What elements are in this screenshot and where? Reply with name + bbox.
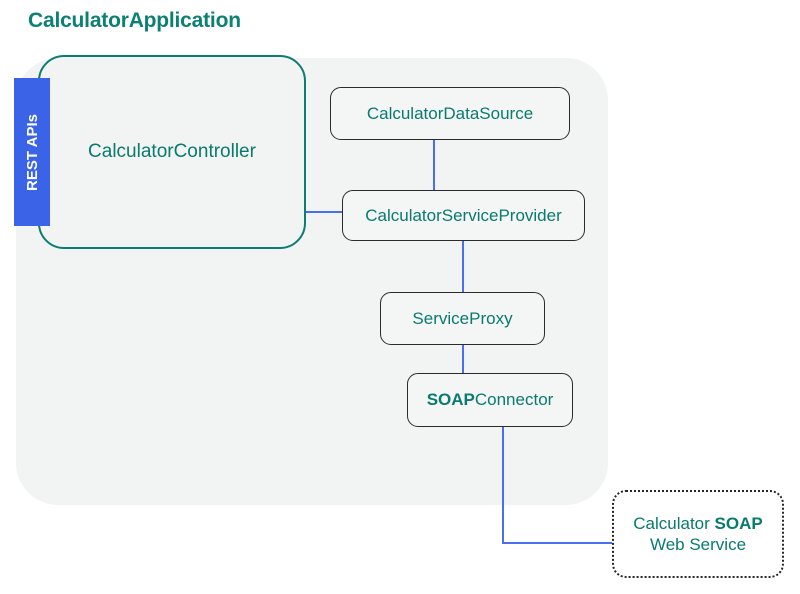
connector-controller-to-service-provider — [304, 211, 344, 214]
connector-data-source-to-service-provider — [433, 139, 436, 191]
node-calculator-controller[interactable]: CalculatorController — [38, 55, 306, 249]
node-service-proxy-label: ServiceProxy — [412, 308, 513, 328]
connector-service-proxy-to-soap-connector — [462, 344, 465, 374]
node-calculator-service-provider-label: CalculatorServiceProvider — [365, 205, 562, 225]
node-soap-web-service[interactable]: Calculator SOAP Web Service — [612, 490, 784, 578]
connector-soap-connector-vertical — [502, 426, 505, 544]
node-soap-connector[interactable]: SOAPConnector — [407, 373, 573, 427]
connector-service-provider-to-service-proxy — [462, 240, 465, 293]
node-calculator-data-source[interactable]: CalculatorDataSource — [330, 87, 570, 140]
node-soap-connector-label: SOAPConnector — [427, 389, 554, 410]
node-calculator-service-provider[interactable]: CalculatorServiceProvider — [342, 190, 585, 241]
node-calculator-data-source-label: CalculatorDataSource — [366, 103, 534, 123]
node-soap-connector-suffix: Connector — [474, 390, 554, 410]
page-title: CalculatorApplication — [28, 9, 241, 32]
rest-apis-badge[interactable]: REST APIs — [14, 78, 50, 226]
rest-apis-badge-label: REST APIs — [23, 113, 41, 191]
connector-soap-connector-to-web-service — [502, 542, 614, 545]
node-calculator-controller-label: CalculatorController — [88, 141, 256, 163]
node-soap-web-service-line1-bold: SOAP — [714, 513, 763, 533]
node-soap-connector-bold-prefix: SOAP — [426, 390, 475, 410]
node-soap-web-service-line2: Web Service — [649, 535, 747, 554]
node-soap-web-service-line1: Calculator SOAP — [633, 513, 762, 534]
node-service-proxy[interactable]: ServiceProxy — [380, 292, 545, 345]
node-soap-web-service-line1-prefix: Calculator — [633, 513, 715, 533]
